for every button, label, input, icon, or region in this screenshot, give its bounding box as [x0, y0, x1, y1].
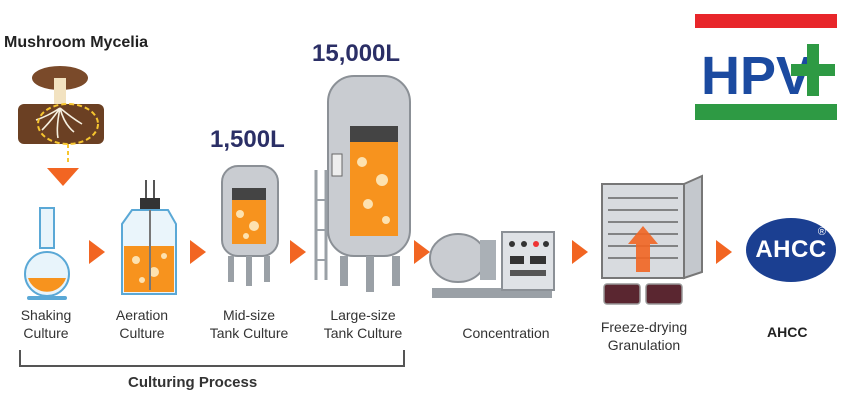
hpv-logo: HPV	[695, 14, 837, 120]
process-arrow-icon	[290, 240, 306, 264]
down-arrow-icon	[47, 168, 79, 186]
culturing-bracket	[19, 350, 405, 367]
registered-mark: ®	[817, 226, 826, 238]
step-label-line: Freeze-drying	[600, 319, 688, 335]
step-label-line: Granulation	[607, 337, 681, 353]
step-label-line: Culture	[119, 325, 165, 341]
large-size-tank-icon	[314, 75, 411, 292]
mid-volume-unit: L	[270, 126, 285, 153]
step-label-concentration: Concentration	[446, 324, 566, 342]
mid-size-tank-icon	[221, 165, 279, 286]
freeze-dryer-icon	[601, 174, 703, 305]
step-label-line: Aeration	[115, 307, 169, 323]
step-label-mid-size: Mid-size Tank Culture	[196, 306, 302, 342]
step-label-line: Tank Culture	[209, 325, 289, 341]
shaking-flask-icon	[24, 207, 70, 300]
process-arrow-icon	[572, 240, 588, 264]
mid-volume-label: 1,500L	[210, 126, 285, 154]
step-label-ahcc: AHCC	[767, 324, 808, 340]
large-volume-unit: L	[385, 40, 401, 67]
large-volume-value: 15,000	[312, 40, 386, 67]
step-label-line: Culture	[23, 325, 69, 341]
aeration-bottle-icon	[121, 180, 177, 295]
process-arrow-icon	[414, 240, 430, 264]
process-arrow-icon	[190, 240, 206, 264]
step-label-line: Concentration	[462, 325, 550, 341]
step-label-shaking: Shaking Culture	[6, 306, 86, 342]
culturing-process-title: Culturing Process	[128, 374, 258, 391]
large-volume-label: 15,000L	[312, 40, 400, 68]
process-arrow-icon	[716, 240, 732, 264]
mid-volume-value: 1,500	[210, 126, 271, 153]
concentration-machine-icon	[429, 231, 555, 298]
step-label-line: Tank Culture	[323, 325, 403, 341]
step-label-line: Large-size	[330, 307, 396, 323]
mushroom-icon	[18, 66, 104, 162]
ahcc-badge-text: AHCC	[755, 236, 827, 263]
step-label-freeze-drying: Freeze-drying Granulation	[584, 318, 704, 354]
step-label-line: Shaking	[20, 307, 72, 323]
step-label-aeration: Aeration Culture	[102, 306, 182, 342]
process-arrow-icon	[89, 240, 105, 264]
mushroom-mycelia-title: Mushroom Mycelia	[4, 34, 149, 51]
step-label-large-size: Large-size Tank Culture	[310, 306, 416, 342]
step-label-line: Mid-size	[222, 307, 276, 323]
ahcc-badge: AHCC ®	[746, 218, 836, 282]
